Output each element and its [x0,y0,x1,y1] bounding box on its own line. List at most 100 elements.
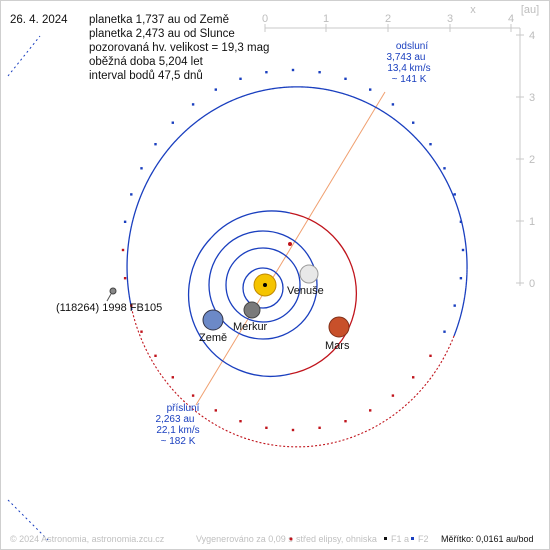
coordinate-axes [264,24,524,286]
earth-label: Země [199,332,227,344]
asteroid-orbit-below [131,309,455,448]
mars-orbit-left [187,237,291,377]
perihelion-speed: 22,1 km/s [156,425,199,436]
x-axis-title: x [470,4,476,16]
asteroid-position-point [412,121,415,124]
asteroid-label: (118264) 1998 FB105 [56,302,162,314]
generated-text: Vygenerováno za 0,09 s [196,534,293,544]
info-line: planetka 2,473 au od Slunce [89,28,235,40]
apsis-line [195,91,386,406]
asteroid-position-point [130,193,133,196]
asteroid-position-point [171,376,174,379]
focus-marker [263,283,267,287]
unit-label: [au] [521,4,539,16]
aphelion-temperature: ~ 141 K [392,74,427,85]
asteroid-position-point [318,426,321,429]
mercury-orbit [242,267,284,309]
mercury-label: Merkur [233,321,268,333]
asteroid-position-point [344,77,347,80]
earth-orbit [208,230,318,340]
asteroid-position-point [123,220,127,223]
x-tick-label: 0 [262,13,268,25]
info-line: oběžná doba 5,204 let [89,56,204,68]
x-tick-label: 3 [447,13,453,25]
asteroid-position-point [459,220,463,223]
x-tick-label: 4 [508,13,514,25]
asteroid-position-point [265,71,268,74]
perihelion-info: přísluní 2,263 au 22,1 km/s ~ 182 K [156,403,200,447]
aphelion-speed: 13,4 km/s [387,63,430,74]
asteroid-position-point [391,394,395,397]
asteroid-position-point [443,330,446,333]
perihelion-title: přísluní [167,403,200,414]
earth [202,309,224,331]
venus-orbit [225,247,301,323]
asteroid-marker [106,287,117,302]
perihelion-distance: 2,263 au [156,414,195,425]
mercury [243,301,261,319]
asteroid-position-point [291,68,295,72]
body-labels: (118264) 1998 FB105 Venuše Merkur Země M… [56,285,350,352]
planet-orbits [208,230,318,340]
mars-orbit-right [289,212,358,375]
asteroid-position-point [412,376,415,379]
asteroid-position-point [459,277,463,280]
mars [328,316,350,338]
asteroid-position-point [429,354,432,357]
asteroid-position-point [214,88,217,91]
asteroid-position-point [239,77,242,80]
asteroid-position-point [191,103,195,106]
asteroid-position-point [369,409,372,412]
legend-f2: F2 [418,534,429,544]
asteroid-position-point [214,409,217,412]
y-tick-label: 3 [529,92,535,104]
mars-label: Mars [325,340,350,352]
asteroid-position-point [121,248,125,252]
asteroid-position-point [344,420,347,423]
asteroid-icon [109,287,117,295]
asteroid-position-point [453,304,456,307]
asteroid-pointer [106,293,112,302]
asteroid-position-point [318,71,321,74]
scale-text: Měřítko: 0,0161 au/bod [441,534,534,544]
copyright-text: © 2024 Astronomia, astronomia.zcu.cz [10,534,165,544]
legend-center: střed elipsy, ohniska [296,534,377,544]
axis-labels: 0 1 2 3 4 x [au] 4 3 2 1 0 [262,4,539,290]
footer: © 2024 Astronomia, astronomia.zcu.cz Vyg… [10,534,534,544]
asteroid-position-point [140,167,143,170]
asteroid-position-point [461,248,465,252]
asteroid-position-point [154,354,157,357]
asteroid-position-point [154,143,157,146]
y-tick-label: 1 [529,216,535,228]
asteroid-position-point [171,121,174,124]
asteroid-position-point [123,277,127,280]
asteroid-position-point [391,103,395,106]
asteroid-position-point [443,167,446,170]
date-label: 26. 4. 2024 [10,14,68,26]
venus [299,264,319,284]
asteroid-position-point [265,426,268,429]
x-tick-label: 1 [323,13,329,25]
y-tick-label: 4 [529,30,535,42]
mars-orbit-marker [288,242,292,246]
f2-dot-icon [411,537,414,540]
asteroid-orbit-above [126,86,468,337]
aphelion-title: odsluní [396,41,428,52]
corner-orbit-fragment-top [7,35,41,77]
x-tick-label: 2 [385,13,391,25]
legend-f1: F1 a [391,534,409,544]
center-dot-icon [289,537,293,541]
mars-orbit-upper [210,210,291,239]
orbit-position-points [121,68,465,432]
info-line: planetka 1,737 au od Země [89,14,229,26]
perihelion-temperature: ~ 182 K [161,436,196,447]
info-line: interval bodů 47,5 dnů [89,70,203,82]
asteroid-position-point [291,428,295,432]
asteroid-position-point [130,304,133,307]
aphelion-distance: 3,743 au [387,52,426,63]
asteroid-position-point [429,143,432,146]
asteroid-position-point [239,420,242,423]
info-line: pozorovaná hv. velikost = 19,3 mag [89,42,269,54]
asteroid-position-point [140,330,143,333]
